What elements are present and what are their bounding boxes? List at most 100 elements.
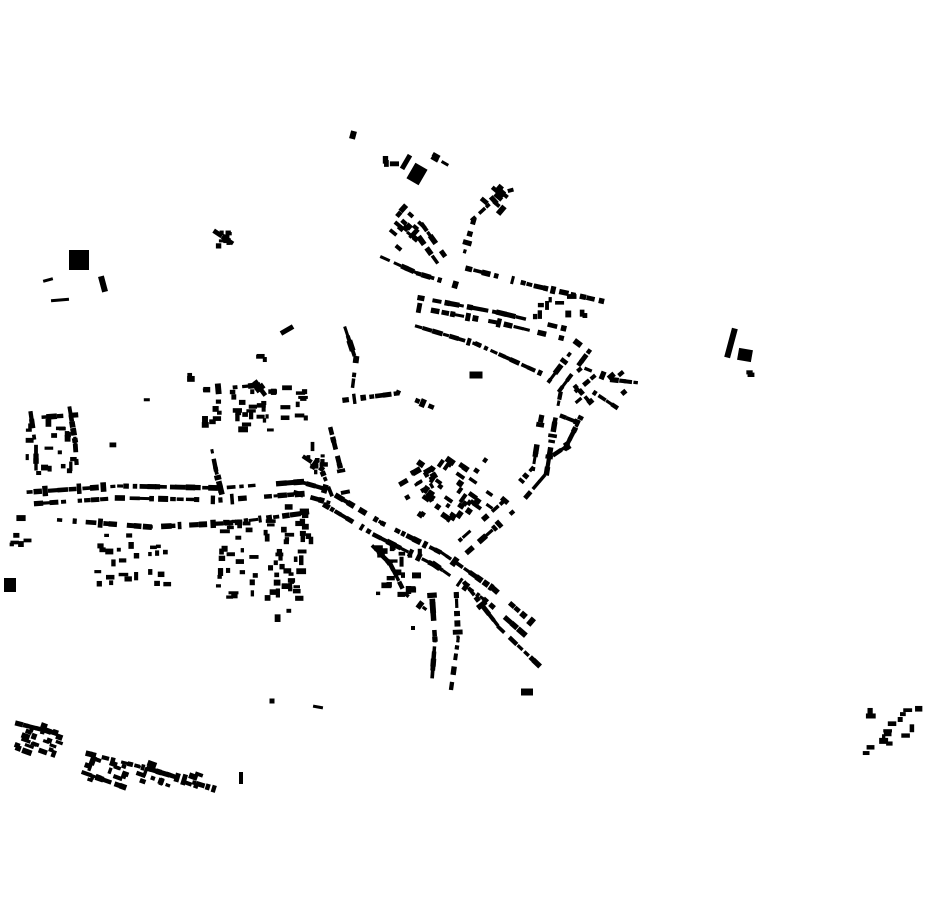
building	[300, 397, 307, 401]
building	[565, 310, 572, 318]
building	[50, 297, 70, 303]
building	[491, 617, 500, 627]
building	[201, 422, 209, 428]
building	[479, 196, 489, 206]
building	[157, 571, 165, 578]
building	[465, 337, 472, 347]
building	[209, 419, 216, 425]
building	[258, 387, 268, 397]
building	[547, 433, 558, 439]
building	[457, 502, 466, 510]
building	[350, 378, 356, 389]
building	[314, 458, 320, 463]
building	[210, 519, 217, 529]
building	[288, 572, 294, 576]
building	[284, 504, 293, 510]
building	[393, 569, 402, 576]
building	[461, 529, 472, 539]
building	[126, 533, 133, 538]
building	[96, 580, 102, 587]
building	[543, 466, 551, 476]
building	[448, 681, 455, 691]
building	[620, 388, 628, 396]
building	[469, 499, 478, 507]
building	[475, 599, 488, 611]
building	[226, 484, 236, 490]
building	[391, 543, 396, 551]
building	[265, 519, 276, 523]
building	[296, 568, 307, 575]
building	[473, 467, 480, 475]
building	[281, 526, 287, 533]
building	[565, 416, 576, 424]
building	[903, 708, 913, 713]
building	[536, 369, 544, 377]
building	[585, 348, 593, 355]
building	[269, 589, 280, 595]
building	[572, 338, 583, 349]
building	[416, 294, 425, 302]
building	[274, 614, 281, 622]
building	[239, 570, 246, 575]
building	[377, 552, 385, 558]
building	[210, 448, 215, 454]
building	[274, 572, 280, 578]
building	[454, 510, 464, 520]
building	[257, 515, 262, 523]
building	[583, 366, 593, 373]
building	[454, 598, 459, 609]
building	[449, 511, 458, 519]
building	[494, 183, 504, 194]
building	[283, 568, 292, 574]
building	[334, 455, 342, 465]
building	[381, 582, 392, 589]
building	[436, 458, 445, 469]
building	[579, 353, 589, 364]
building	[24, 743, 35, 750]
building	[256, 403, 266, 408]
building	[495, 204, 507, 216]
building	[461, 500, 469, 507]
building	[100, 482, 107, 493]
building	[146, 759, 158, 769]
building	[432, 298, 442, 304]
building	[520, 279, 527, 286]
building	[155, 544, 161, 549]
building	[297, 549, 307, 554]
building	[462, 239, 473, 247]
building	[226, 525, 234, 530]
building	[246, 409, 256, 413]
building	[395, 389, 402, 396]
building	[542, 285, 549, 292]
building	[215, 399, 222, 404]
building	[518, 477, 526, 485]
building	[142, 766, 149, 777]
building	[235, 535, 242, 540]
building	[485, 489, 494, 498]
building	[113, 764, 121, 771]
building	[109, 580, 114, 586]
building	[458, 303, 465, 308]
building	[64, 431, 70, 437]
building	[210, 495, 216, 505]
building	[397, 591, 405, 597]
building	[434, 478, 443, 486]
building	[429, 602, 437, 614]
building	[488, 602, 496, 610]
building	[42, 277, 54, 283]
building	[263, 529, 268, 536]
building	[286, 608, 292, 613]
building	[218, 497, 223, 503]
building	[474, 574, 484, 584]
building	[148, 551, 152, 557]
building	[487, 318, 498, 325]
building	[482, 457, 489, 464]
building	[139, 777, 147, 785]
building	[37, 747, 48, 756]
building	[526, 365, 537, 373]
building	[212, 228, 224, 239]
building	[566, 294, 577, 299]
building	[165, 782, 171, 788]
building	[279, 563, 285, 570]
building	[438, 249, 448, 259]
